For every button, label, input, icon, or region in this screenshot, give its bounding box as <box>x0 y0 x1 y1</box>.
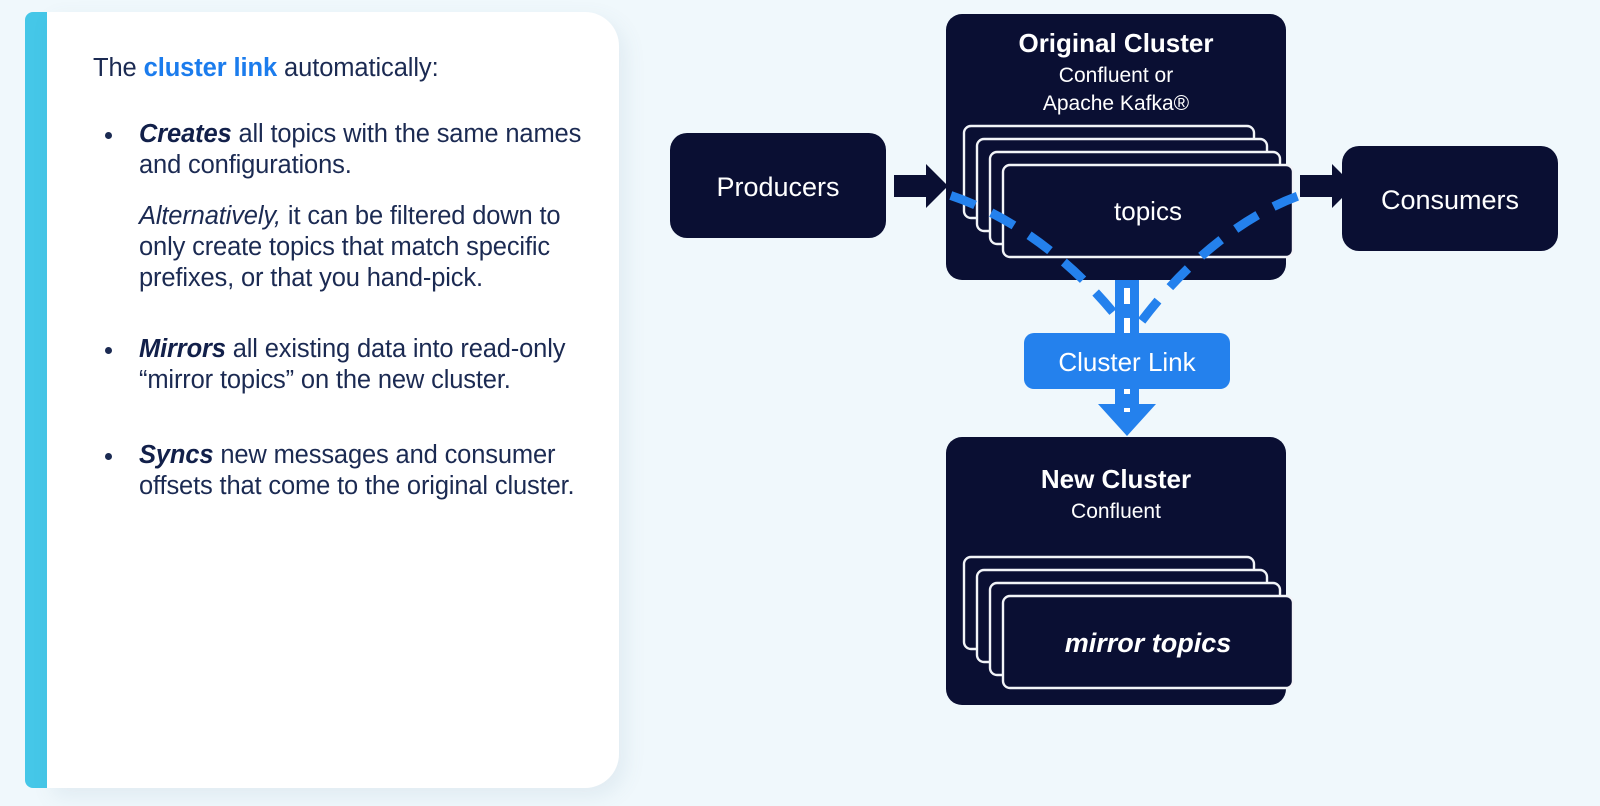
info-card: The cluster link automatically: Creates … <box>25 12 619 788</box>
bullet-keyword: Creates <box>139 120 232 148</box>
cluster-link-badge[interactable]: Cluster Link <box>1024 333 1230 389</box>
bullet-dot-icon <box>105 132 112 139</box>
bullet-dot-icon <box>105 453 112 460</box>
producers-arrow-icon <box>894 164 948 208</box>
consumers-node: Consumers <box>1342 146 1558 251</box>
original-cluster-subtitle-2: Apache Kafka® <box>1043 92 1190 115</box>
new-cluster-title: New Cluster <box>1041 464 1191 494</box>
bullet-body: all topics with the same names and confi… <box>139 120 582 179</box>
topics-stack: topics <box>962 124 1295 259</box>
bullet-keyword: Syncs <box>139 441 214 469</box>
list-item: Syncs new messages and consumer offsets … <box>93 440 603 502</box>
sub-paragraph-body: it can be filtered down to only create t… <box>139 202 561 292</box>
mirror-topics-stack: mirror topics <box>962 555 1295 690</box>
card-accent-bar <box>25 12 47 788</box>
original-cluster-subtitle-1: Confluent or <box>1059 64 1173 87</box>
new-cluster-node: New Cluster Confluent mirror topics <box>946 437 1295 705</box>
bullet-text: Creates all topics with the same names a… <box>139 119 603 181</box>
sub-paragraph-text: Alternatively, it can be filtered down t… <box>139 201 603 294</box>
cluster-link-badge-label: Cluster Link <box>1058 347 1196 377</box>
bullet-body: all existing data into read-only “mirror… <box>139 335 566 394</box>
producers-node: Producers <box>670 133 886 238</box>
consumers-label: Consumers <box>1381 185 1519 215</box>
lead-after: automatically: <box>277 54 439 82</box>
topics-stack-label: topics <box>1114 196 1182 226</box>
original-cluster-title: Original Cluster <box>1018 28 1213 58</box>
producers-label: Producers <box>716 172 839 202</box>
list-item: Creates all topics with the same names a… <box>93 119 603 181</box>
lead-sentence: The cluster link automatically: <box>93 54 603 83</box>
new-cluster-subtitle-1: Confluent <box>1071 500 1161 523</box>
architecture-diagram: Original Cluster Confluent or Apache Kaf… <box>640 0 1600 806</box>
sub-paragraph: Alternatively, it can be filtered down t… <box>93 201 603 294</box>
card-content: The cluster link automatically: Creates … <box>93 54 603 512</box>
mirror-topics-stack-label: mirror topics <box>1065 628 1232 658</box>
bullet-body: new messages and consumer offsets that c… <box>139 441 575 500</box>
lead-before: The <box>93 54 144 82</box>
lead-highlight: cluster link <box>143 54 278 82</box>
bullet-text: Syncs new messages and consumer offsets … <box>139 440 603 502</box>
card-body: The cluster link automatically: Creates … <box>47 12 619 788</box>
original-cluster-node: Original Cluster Confluent or Apache Kaf… <box>946 14 1295 280</box>
bullet-text: Mirrors all existing data into read-only… <box>139 334 603 396</box>
list-item: Mirrors all existing data into read-only… <box>93 334 603 396</box>
sub-paragraph-italic: Alternatively, <box>139 202 281 230</box>
bullet-keyword: Mirrors <box>139 335 226 363</box>
consumers-arrow-icon <box>1300 164 1354 208</box>
bullet-dot-icon <box>105 347 112 354</box>
